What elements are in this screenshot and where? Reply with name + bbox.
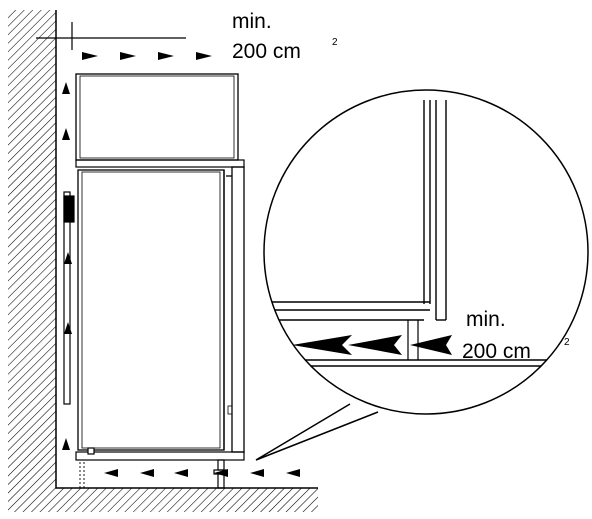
plinth bbox=[75, 447, 245, 489]
wall-edge bbox=[55, 10, 318, 489]
big-arrow-left-2 bbox=[348, 335, 402, 355]
arrow-left-5 bbox=[250, 469, 264, 477]
cabinet-shelf bbox=[75, 159, 245, 168]
arrow-up-2 bbox=[62, 128, 70, 140]
callout-pointer bbox=[255, 403, 379, 461]
top-area-label: 200 cm bbox=[232, 40, 301, 63]
callout-zoom-content bbox=[264, 100, 588, 367]
callout-airflow-arrows bbox=[292, 335, 452, 355]
arrow-right-2 bbox=[120, 52, 136, 60]
arrow-left-2 bbox=[140, 469, 154, 477]
callout-circle bbox=[263, 89, 589, 415]
bottom-area-superscript: 2 bbox=[564, 337, 570, 348]
arrow-up-1 bbox=[62, 82, 70, 94]
arrow-right-1 bbox=[82, 52, 98, 60]
top-dimension bbox=[36, 22, 186, 50]
arrow-right-3 bbox=[158, 52, 174, 60]
wall-hatching bbox=[8, 10, 318, 512]
back-ventilation-grille bbox=[63, 191, 75, 405]
arrow-left-6 bbox=[286, 469, 300, 477]
wall bbox=[8, 10, 318, 512]
detail-callout bbox=[255, 89, 589, 461]
fridge-body bbox=[77, 169, 225, 451]
arrow-up-3 bbox=[64, 252, 72, 264]
upward-airflow-arrows bbox=[62, 82, 72, 450]
top-area-superscript: 2 bbox=[332, 37, 338, 48]
bottom-area-label: 200 cm bbox=[462, 340, 531, 363]
fridge-door bbox=[226, 166, 245, 453]
top-min-label: min. bbox=[232, 10, 272, 33]
big-arrow-left-3 bbox=[410, 335, 452, 355]
arrow-left-1 bbox=[104, 469, 118, 477]
top-airflow-arrows bbox=[82, 52, 212, 60]
arrow-left-4 bbox=[214, 469, 228, 477]
bottom-airflow-arrows bbox=[104, 469, 300, 477]
big-arrow-left-1 bbox=[292, 335, 352, 355]
arrow-up-4 bbox=[64, 322, 72, 334]
upper-cabinet bbox=[75, 73, 239, 161]
arrow-left-3 bbox=[174, 469, 188, 477]
arrow-right-4 bbox=[196, 52, 212, 60]
arrow-up-5 bbox=[62, 438, 70, 450]
bottom-min-label: min. bbox=[466, 308, 506, 331]
